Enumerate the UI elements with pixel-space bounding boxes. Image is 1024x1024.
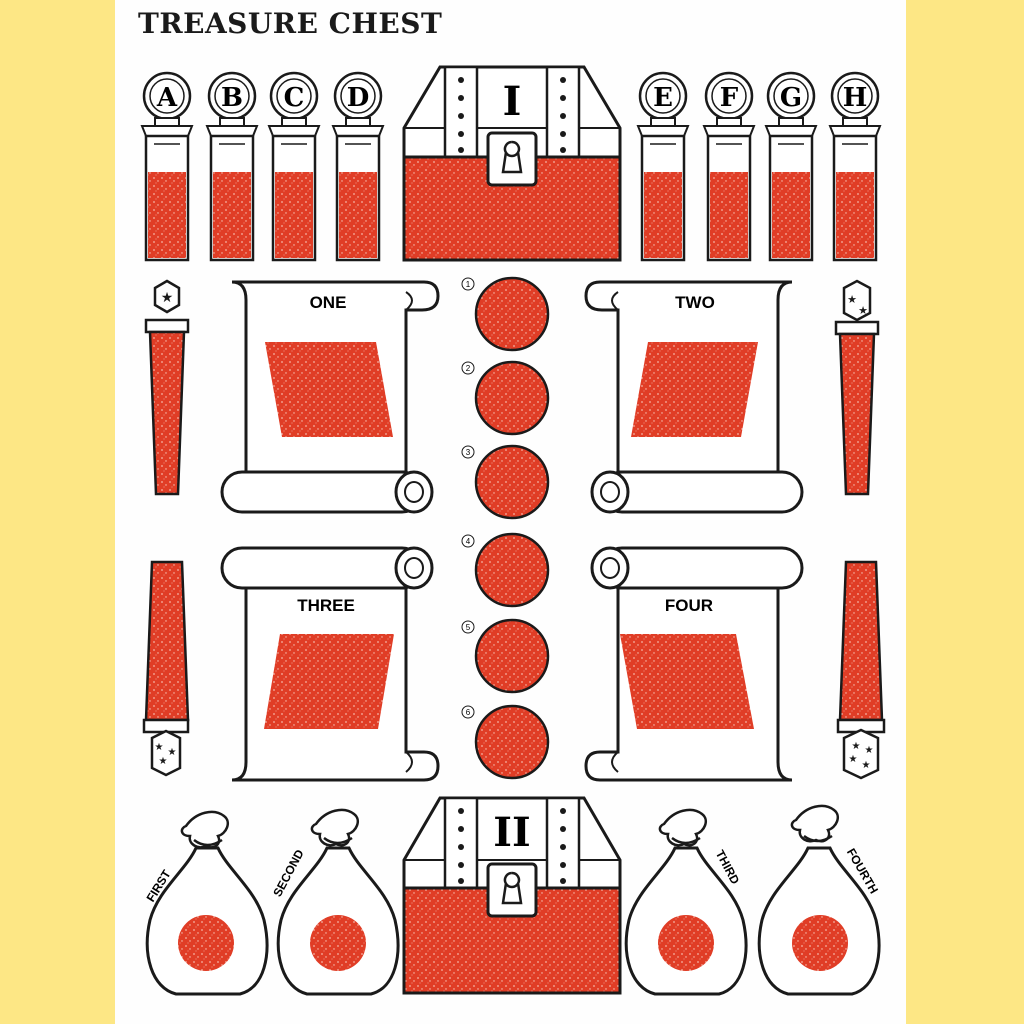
scroll-label: THREE (297, 596, 355, 615)
star-icon: ★ (161, 291, 174, 306)
chest-fill (402, 155, 622, 262)
vial-label: G (780, 83, 802, 113)
coin-number: 4 (466, 537, 471, 546)
vial-a[interactable]: A (140, 71, 194, 262)
star-icon: ★ (168, 747, 177, 758)
sack-fill (792, 915, 848, 971)
scroll-fill (265, 342, 393, 437)
vial-fill (213, 172, 251, 258)
chest-label: II (493, 809, 530, 856)
chest-i[interactable]: I (402, 65, 622, 262)
star-icon: ★ (847, 294, 857, 306)
coin-5[interactable]: 5 (461, 618, 550, 694)
coin-number: 6 (466, 708, 471, 717)
vial-d[interactable]: D (331, 71, 385, 262)
page-title: TREASURE CHEST (138, 7, 442, 40)
vial-fill (644, 172, 682, 258)
sack-fill (658, 915, 714, 971)
vial-label: H (843, 83, 868, 113)
potion-top-left[interactable]: ★ (144, 279, 190, 496)
vial-fill (275, 172, 313, 258)
chest-label: I (503, 78, 522, 125)
star-icon: ★ (865, 745, 874, 756)
vial-fill (339, 172, 377, 258)
potion-top-right[interactable]: ★ ★ (834, 279, 880, 496)
vial-fill (836, 172, 874, 258)
scroll-two[interactable]: TWO (584, 280, 804, 514)
star-icon: ★ (862, 760, 871, 771)
star-icon: ★ (155, 742, 164, 753)
scroll-three[interactable]: THREE (220, 546, 440, 782)
scroll-fill (264, 634, 394, 729)
vial-b[interactable]: B (205, 71, 259, 262)
potion-bottom-left[interactable]: ★ ★ ★ (142, 560, 190, 777)
scroll-label: ONE (310, 293, 347, 312)
lock-icon (486, 131, 538, 187)
rivets (458, 808, 566, 884)
vial-label: B (221, 83, 243, 113)
scroll-one[interactable]: ONE (220, 280, 440, 514)
coin-number: 2 (466, 364, 471, 373)
coin-1[interactable]: 1 (461, 276, 550, 352)
coin-number: 5 (466, 623, 471, 632)
vial-label: C (284, 83, 305, 113)
scroll-label: TWO (675, 293, 715, 312)
star-icon: ★ (852, 741, 861, 752)
vial-label: E (653, 83, 673, 113)
coin-3[interactable]: 3 (461, 444, 550, 520)
scroll-four[interactable]: FOUR (584, 546, 804, 782)
vial-fill (772, 172, 810, 258)
vial-label: A (156, 83, 178, 113)
potion-bottom-right[interactable]: ★ ★ ★ ★ (836, 560, 886, 780)
vial-fill (148, 172, 186, 258)
scroll-label: FOUR (665, 596, 713, 615)
chest-ii[interactable]: II (402, 796, 622, 995)
star-icon: ★ (159, 756, 168, 767)
lock-icon (486, 862, 538, 918)
sack-fill (310, 915, 366, 971)
vial-c[interactable]: C (267, 71, 321, 262)
scroll-fill (620, 634, 754, 729)
coin-4[interactable]: 4 (461, 532, 550, 608)
sack-second[interactable]: SECOND (270, 808, 400, 996)
scroll-fill (631, 342, 758, 437)
vial-label: F (720, 83, 739, 113)
sack-fill (178, 915, 234, 971)
coin-number: 1 (466, 280, 471, 289)
vial-f[interactable]: F (702, 71, 756, 262)
vial-g[interactable]: G (764, 71, 818, 262)
star-icon: ★ (849, 754, 858, 765)
coin-2[interactable]: 2 (461, 360, 550, 436)
coin-number: 3 (466, 448, 471, 457)
vial-label: D (347, 83, 370, 113)
star-icon: ★ (858, 305, 868, 317)
vial-fill (710, 172, 748, 258)
coin-6[interactable]: 6 (461, 704, 550, 780)
vial-h[interactable]: H (828, 71, 882, 262)
vial-e[interactable]: E (636, 71, 690, 262)
rivets (458, 77, 566, 153)
